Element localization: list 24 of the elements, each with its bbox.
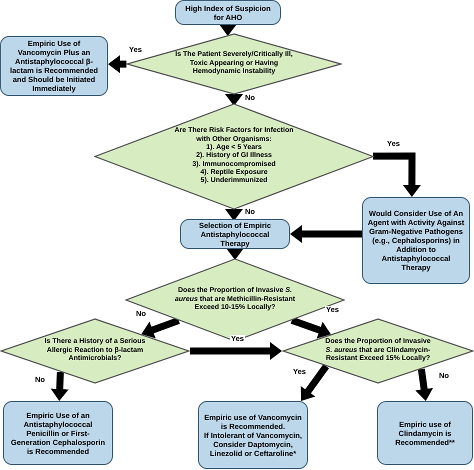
decision-diamond xyxy=(282,318,474,384)
process-box xyxy=(198,401,308,469)
block-arrow xyxy=(290,225,362,243)
process-box xyxy=(180,219,290,249)
decision-diamond xyxy=(0,318,190,384)
block-arrow xyxy=(190,342,282,360)
block-arrow xyxy=(141,317,180,338)
block-arrow xyxy=(225,94,243,106)
block-arrow xyxy=(372,152,421,197)
process-box xyxy=(362,197,470,284)
decision-diamond xyxy=(94,103,374,210)
block-arrow xyxy=(226,248,244,260)
block-arrow xyxy=(300,364,330,401)
process-box xyxy=(175,0,281,25)
block-arrow xyxy=(108,55,126,74)
process-box xyxy=(3,401,113,465)
block-arrow xyxy=(224,208,243,221)
block-arrow xyxy=(290,316,331,339)
block-arrow xyxy=(218,24,237,36)
process-box xyxy=(0,36,108,96)
block-arrow xyxy=(415,368,434,401)
decision-diamond xyxy=(126,33,342,95)
block-arrow xyxy=(50,372,69,401)
process-box xyxy=(377,401,473,465)
